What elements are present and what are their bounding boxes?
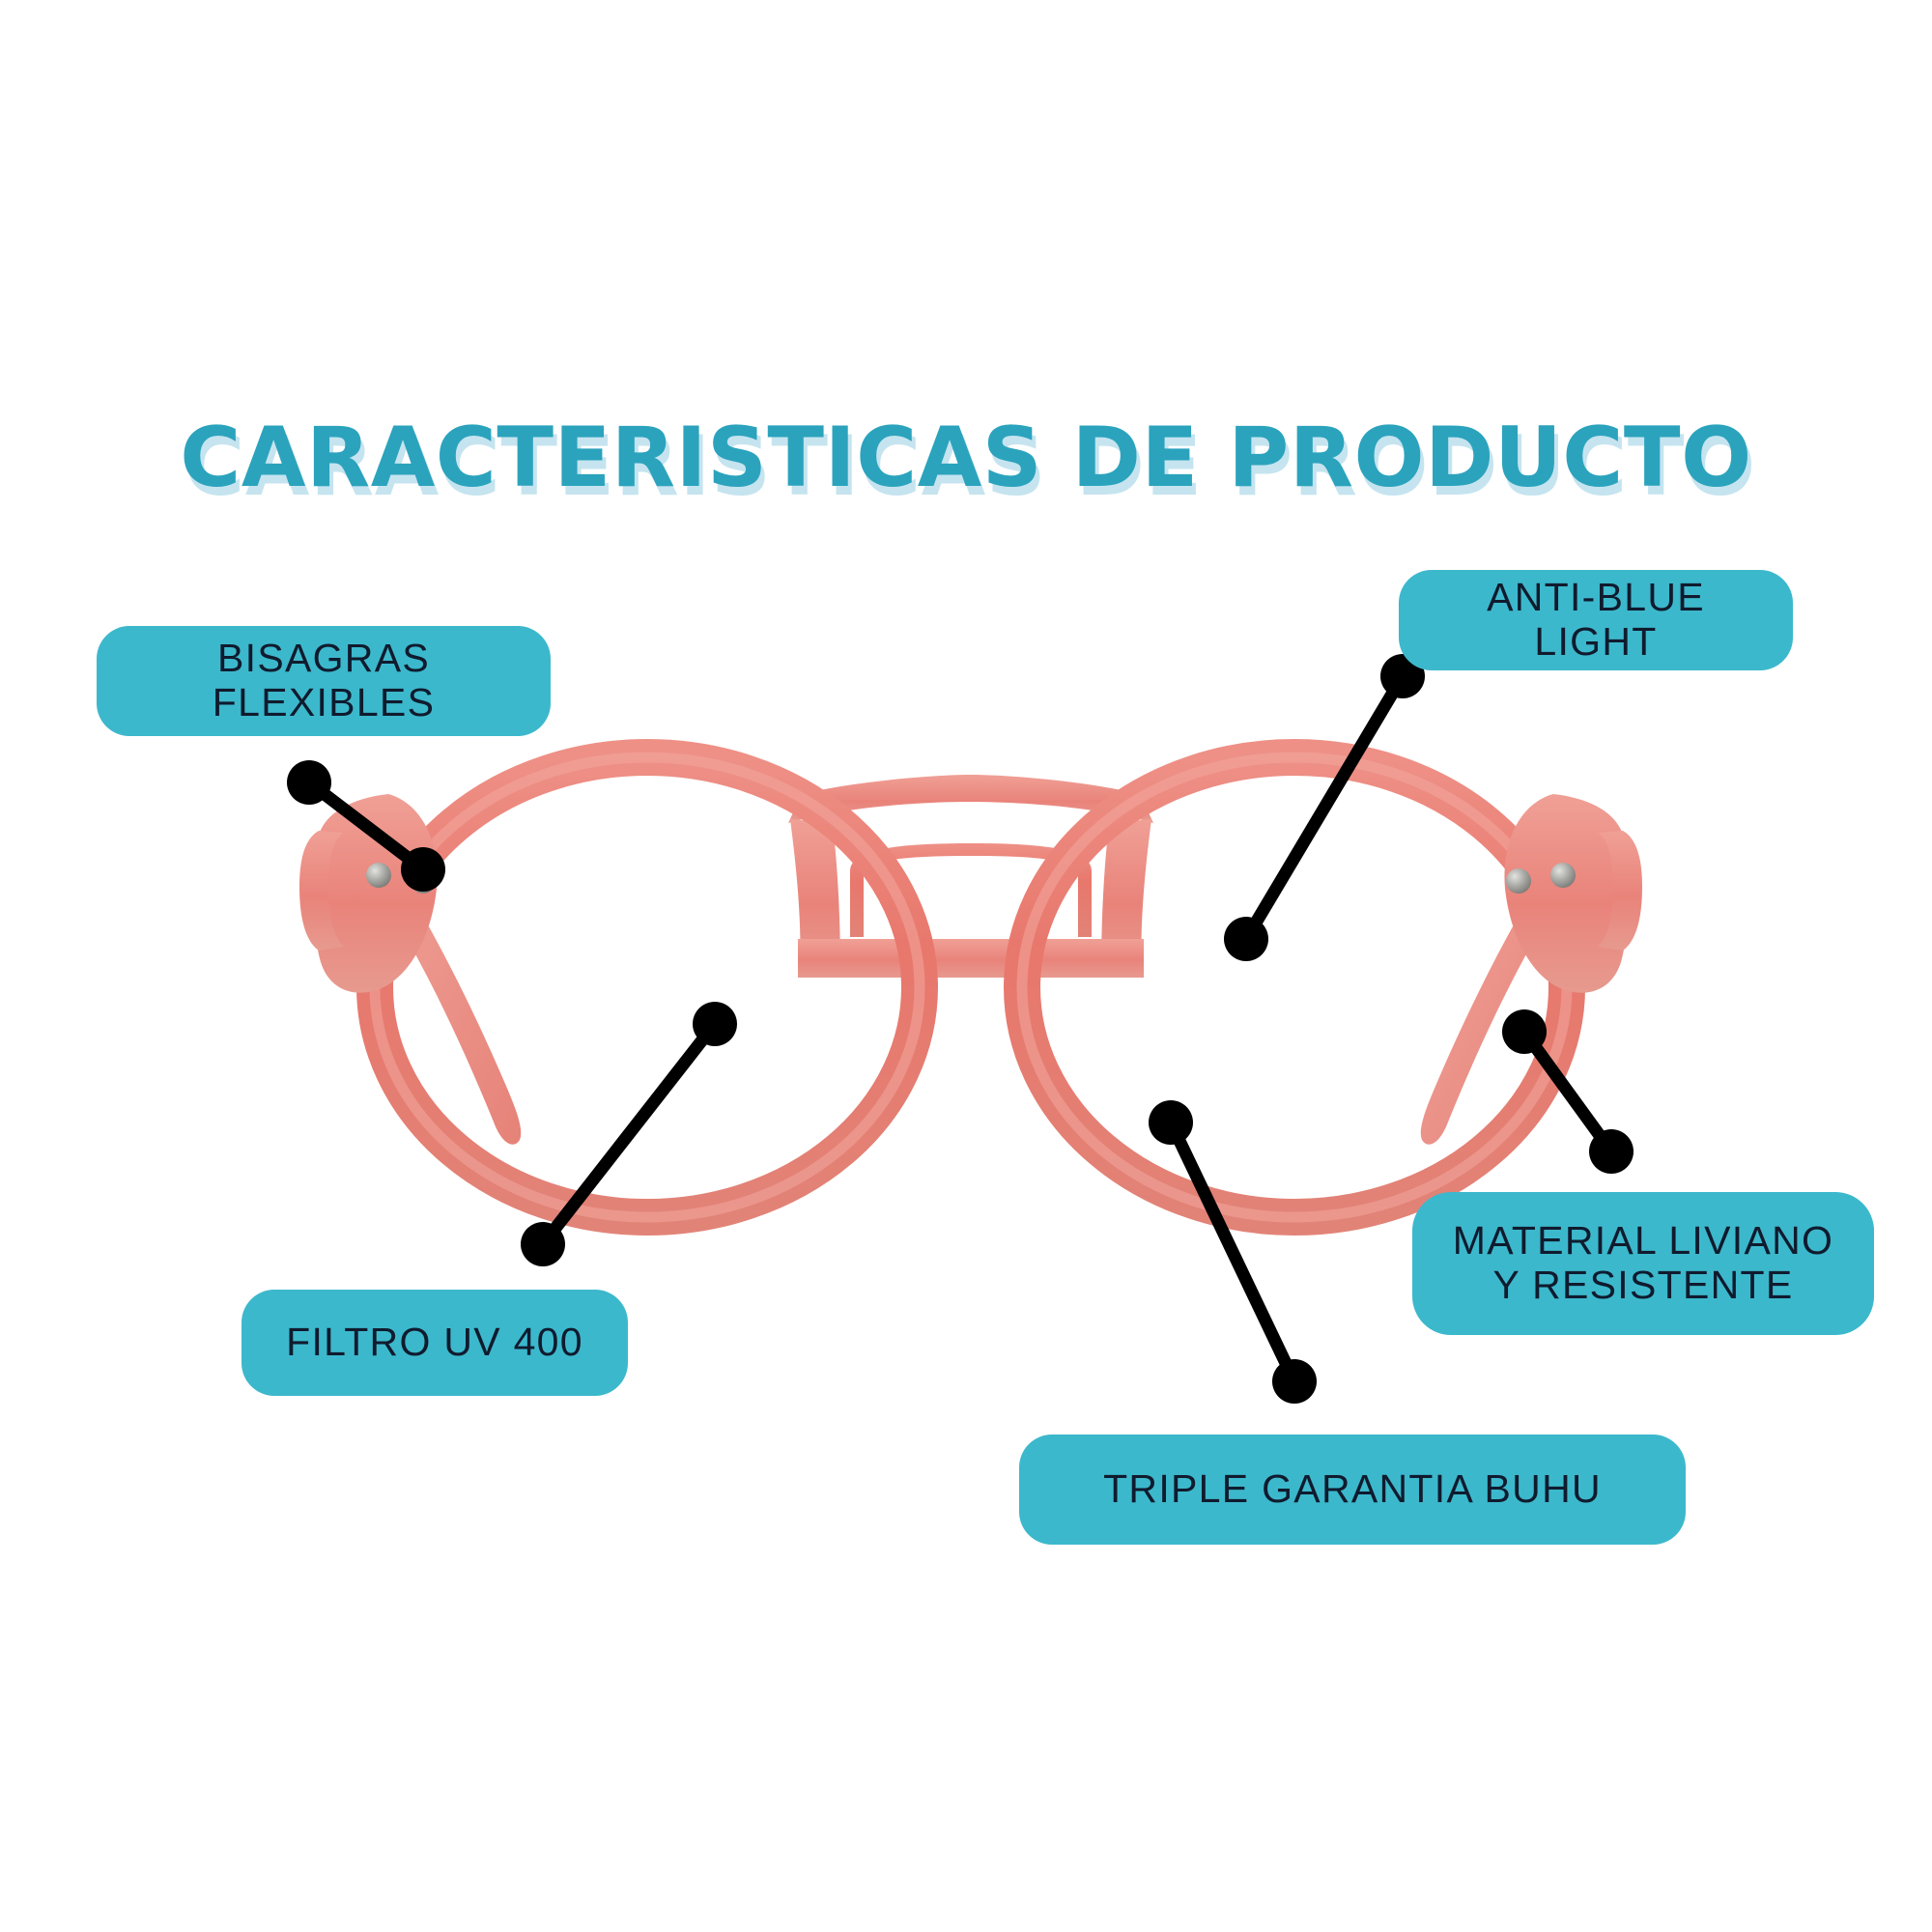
callout-label-filtro-uv-400[interactable]: FILTRO UV 400 (242, 1290, 628, 1396)
right-hinge-rivet-2 (1506, 868, 1531, 894)
left-lens-rim (356, 739, 938, 1236)
leader-material-liviano (1502, 1009, 1634, 1174)
right-hinge-rivet-1 (1550, 863, 1576, 888)
eyeglasses-illustration (299, 739, 1642, 1236)
left-hinge-rivet-2 (411, 868, 436, 894)
left-hinge-rivet-1 (366, 863, 391, 888)
page-title: CARACTERISTICAS DE PRODUCTO (180, 410, 1752, 506)
leader-filtro-uv-400 (521, 1002, 737, 1266)
leader-bisagras-flexibles (287, 760, 445, 892)
nose-bridge (788, 775, 1153, 978)
leader-anti-blue-light (1224, 654, 1425, 961)
callout-label-triple-garantia-buhu[interactable]: TRIPLE GARANTIA BUHU (1019, 1435, 1686, 1545)
right-lens-rim (1004, 739, 1585, 1236)
callout-label-bisagras-flexibles[interactable]: BISAGRAS FLEXIBLES (97, 626, 551, 736)
callout-label-material-liviano[interactable]: MATERIAL LIVIANO Y RESISTENTE (1412, 1192, 1874, 1335)
right-hinge (1504, 794, 1642, 993)
callout-label-anti-blue-light[interactable]: ANTI-BLUE LIGHT (1399, 570, 1793, 670)
left-hinge (299, 794, 438, 993)
left-temple-arm (361, 842, 522, 1145)
leader-triple-garantia (1149, 1100, 1317, 1404)
right-temple-arm (1420, 842, 1580, 1145)
